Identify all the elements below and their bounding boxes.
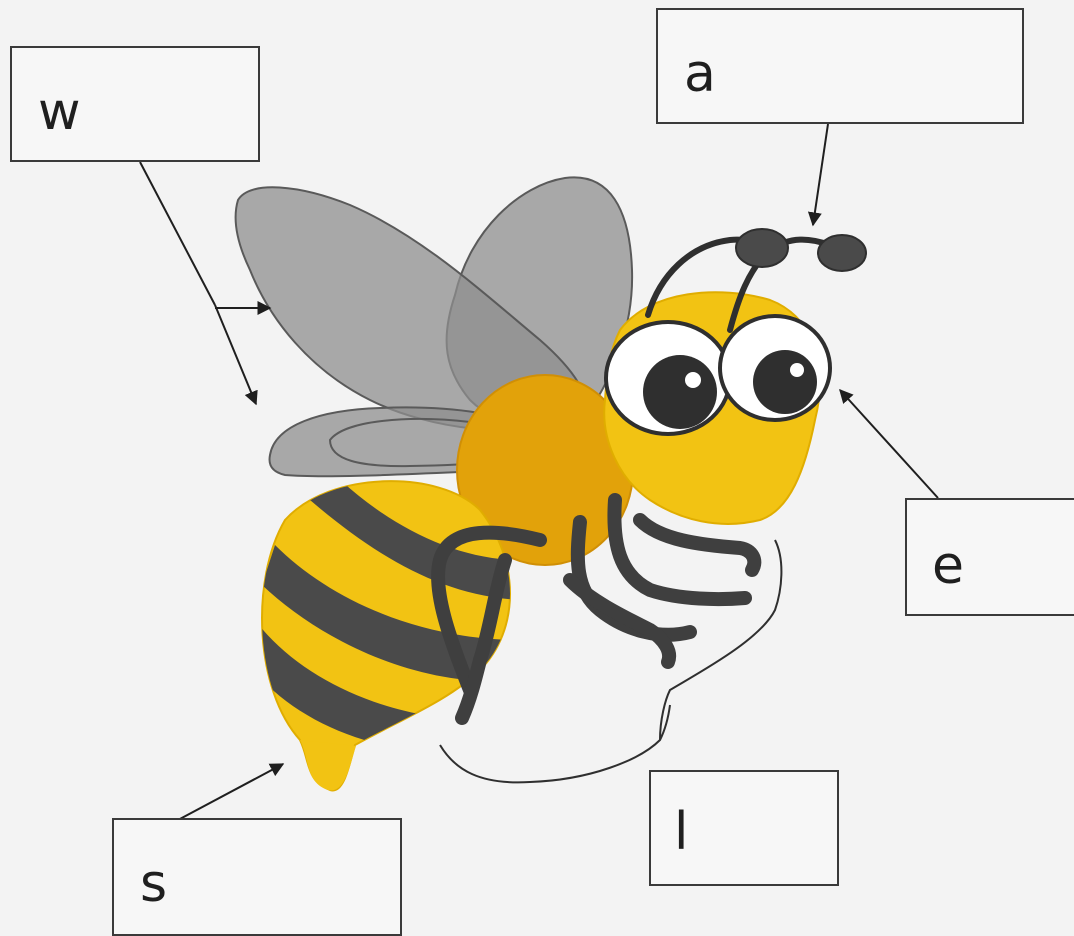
label-wings: w: [38, 86, 81, 138]
antenna-left-tip: [736, 229, 788, 267]
eye-left-pupil: [643, 355, 717, 429]
wings-pointer-lower: [215, 305, 256, 404]
label-stinger: s: [140, 858, 167, 910]
antenna-pointer: [813, 124, 828, 225]
label-antenna: a: [684, 48, 716, 100]
eye-left-glint: [685, 372, 701, 388]
eye-right-pupil: [753, 350, 817, 414]
antenna-right-tip: [818, 235, 866, 271]
label-legs: l: [674, 806, 688, 858]
eyes-pointer: [840, 390, 938, 498]
leg-5: [640, 520, 754, 570]
label-box-eyes[interactable]: [905, 498, 1074, 616]
eye-right-glint: [790, 363, 804, 377]
wings-pointer-upper: [140, 162, 215, 305]
label-eyes: e: [932, 540, 964, 592]
stinger-pointer: [178, 764, 283, 820]
stinger: [300, 740, 356, 790]
